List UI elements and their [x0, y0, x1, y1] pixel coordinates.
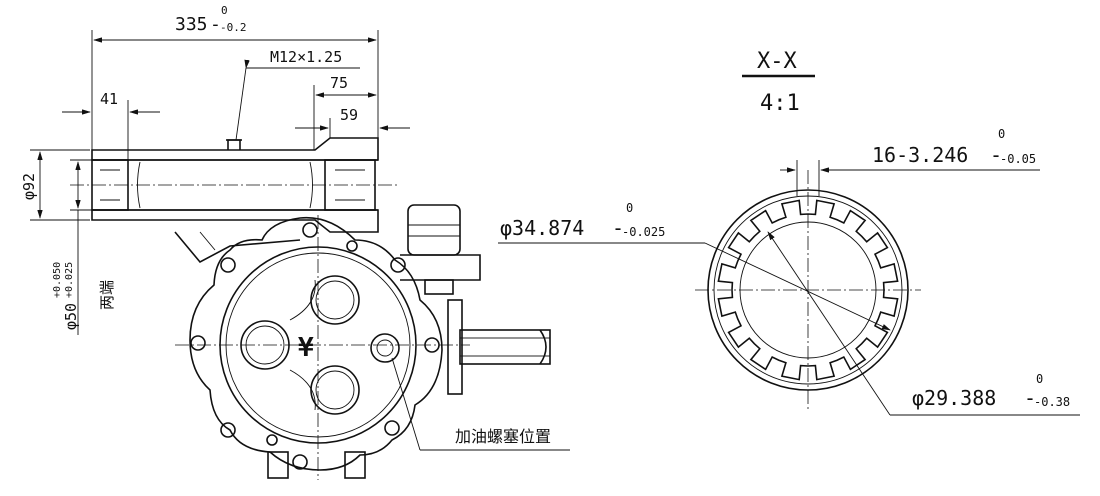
oil-plug-callout: 加油螺塞位置: [391, 357, 570, 451]
dimension-41: 41: [62, 90, 160, 160]
gear-housing: ¥: [175, 204, 551, 480]
dimension-59: 59: [295, 106, 410, 138]
minor-tol-lower: -0.38: [1034, 395, 1070, 409]
spline-tol-upper: 0: [998, 127, 1005, 141]
svg-text:-: -: [990, 143, 1002, 167]
dim-335-value: 335: [175, 14, 208, 35]
dimension-major-dia: φ34.874 - 0 -0.025: [498, 201, 891, 331]
svg-text:-: -: [612, 216, 624, 240]
major-dia-value: φ34.874: [500, 216, 584, 240]
svg-text:-: -: [210, 14, 221, 35]
dimension-thread: M12×1.25: [235, 48, 360, 141]
dim-335-tol-lower: -0.2: [220, 21, 247, 34]
dim-335-tol-upper: 0: [221, 4, 228, 17]
brand-logo: ¥: [298, 333, 314, 363]
minor-dia-value: φ29.388: [912, 386, 996, 410]
spline-section: [695, 170, 921, 410]
dia-50-value: φ50: [62, 303, 80, 330]
dim-59-value: 59: [340, 106, 358, 124]
dimension-spline-spec: 16-3.246 - 0 -0.05: [780, 127, 1040, 196]
dimension-dia92: φ92: [20, 149, 90, 221]
dimension-335: 335 - 0 -0.2: [91, 4, 379, 150]
thread-spec: M12×1.25: [270, 48, 342, 66]
section-scale-text: 4:1: [760, 91, 800, 116]
oil-plug-label: 加油螺塞位置: [455, 427, 551, 446]
minor-tol-upper: 0: [1036, 372, 1043, 386]
dimension-minor-dia: φ29.388 - 0 -0.38: [767, 231, 1080, 416]
axle-tube: [70, 137, 400, 264]
spline-tol-lower: -0.05: [1000, 152, 1036, 166]
both-ends-note: 两端: [98, 280, 116, 310]
major-tol-upper: 0: [626, 201, 633, 215]
svg-text:-: -: [1024, 386, 1036, 410]
dim-41-value: 41: [100, 90, 118, 108]
section-title-text: X-X: [757, 49, 797, 74]
section-title: X-X 4:1: [742, 49, 815, 116]
dia-50-tol-upper: +0.050: [52, 262, 63, 298]
dimension-dia50: φ50 +0.050 +0.025 两端: [52, 159, 116, 335]
dia-50-tol-lower: +0.025: [64, 262, 75, 298]
spline-spec-value: 16-3.246: [872, 143, 968, 167]
dimension-75: 75: [313, 74, 377, 150]
dia-92-value: φ92: [20, 173, 38, 200]
dim-75-value: 75: [330, 74, 348, 92]
major-tol-lower: -0.025: [622, 225, 665, 239]
